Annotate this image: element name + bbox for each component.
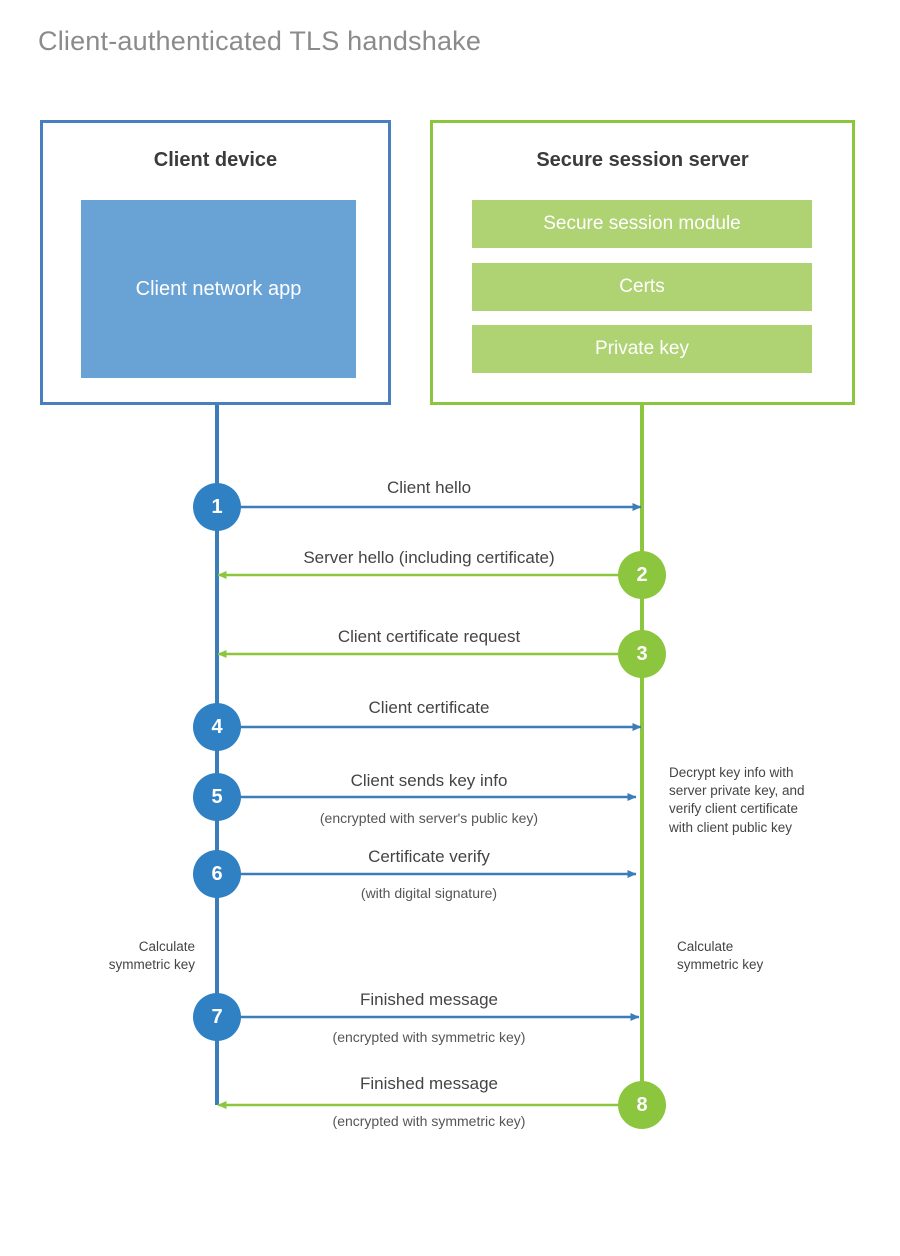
step-circle-4 [193,703,241,751]
message-label-5: Client sends key info [350,771,508,790]
secure-session-server-title: Secure session server [536,149,749,171]
client-device-box: Client device Client network app [40,120,391,405]
step-circle-1 [193,483,241,531]
step-circle-2 [618,551,666,599]
message-label-2: Server hello (including certificate) [303,548,555,567]
page-title: Client-authenticated TLS handshake [38,26,482,56]
message-label-3: Client certificate request [337,627,521,646]
step-circle-3 [618,630,666,678]
message-sublabel-8: (encrypted with symmetric key) [332,1113,526,1129]
message-sublabel-5: (encrypted with server's public key) [319,810,539,826]
client-device-title: Client device [153,149,278,171]
step-circle-5 [193,773,241,821]
message-sublabel-6: (with digital signature) [360,885,498,901]
step-circle-7 [193,993,241,1041]
message-label-8: Finished message [360,1074,498,1093]
message-label-4: Client certificate [368,698,490,717]
server-module-private-key: Private key [472,325,812,373]
server-module-certs: Certs [472,263,812,311]
message-label-6: Certificate verify [368,847,490,866]
step-circle-6 [193,850,241,898]
step-circle-8 [618,1081,666,1129]
message-label-1: Client hello [386,478,472,497]
message-label-7: Finished message [360,990,498,1009]
server-module-secure-session-module: Secure session module [472,200,812,248]
message-sublabel-7: (encrypted with symmetric key) [332,1029,526,1045]
client-network-app-block: Client network app [81,200,356,378]
secure-session-server-box: Secure session server Secure session mod… [430,120,855,405]
